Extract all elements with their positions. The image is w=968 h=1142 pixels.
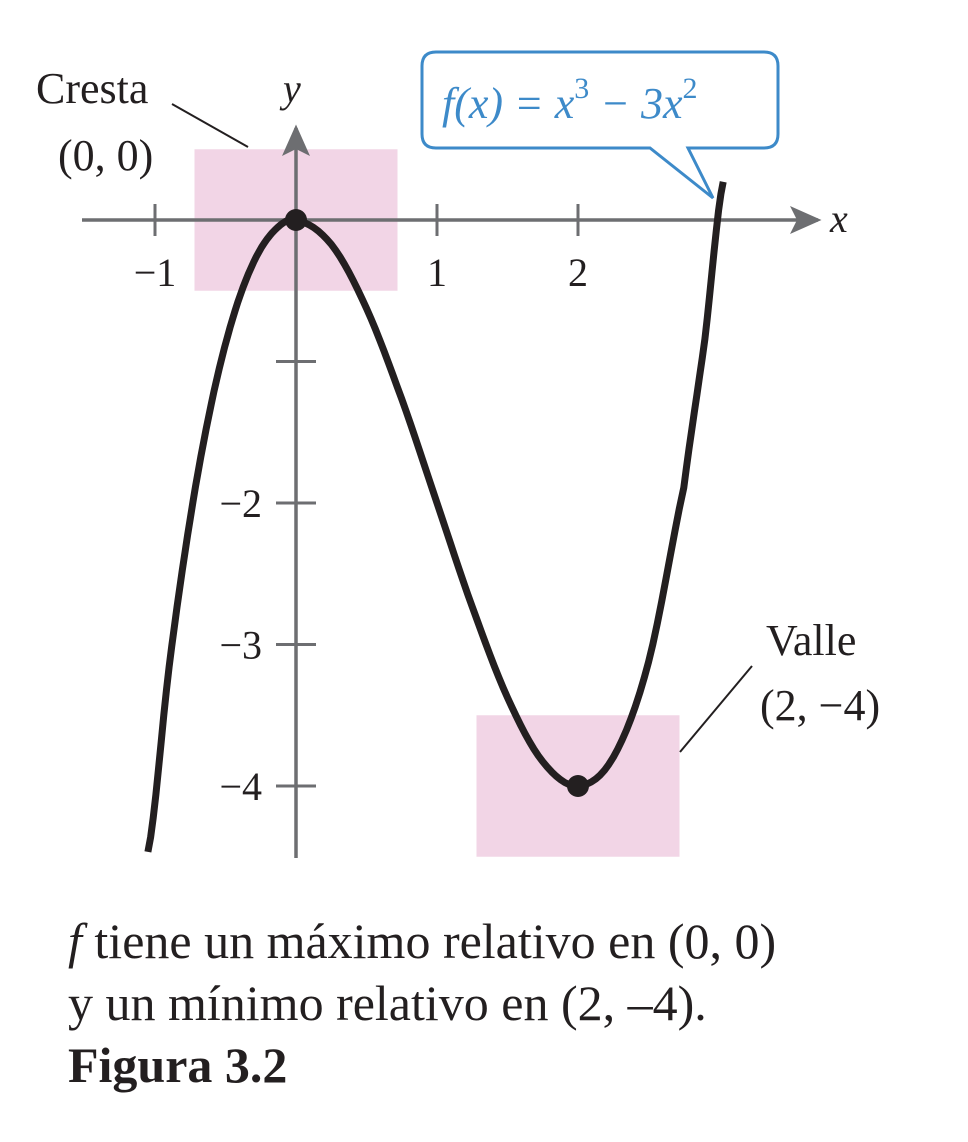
y-tick-label: −4 xyxy=(219,764,262,809)
cresta-coord: (0, 0) xyxy=(58,131,153,180)
function-callout-box xyxy=(420,50,780,200)
cresta-label: Cresta xyxy=(36,64,148,113)
tick-marks: −1 1 2 −2 −3 −4 xyxy=(134,204,588,809)
point-valle xyxy=(567,775,589,797)
function-label: f(x) = x3 − 3x2 xyxy=(442,72,698,128)
valle-leader-line xyxy=(679,665,753,753)
x-axis-label: x xyxy=(829,196,848,241)
y-tick-label: −2 xyxy=(219,481,262,526)
caption-line-2: y un mínimo relativo en (2, –4). xyxy=(68,975,707,1031)
figure-number: Figura 3.2 xyxy=(68,1037,288,1093)
y-axis-label: y xyxy=(279,66,301,111)
chart: x y −1 1 2 −2 −3 −4 Cresta (0, 0) Valle (2, −… xyxy=(36,50,880,858)
x-tick-label: 1 xyxy=(427,250,447,295)
valle-coord: (2, −4) xyxy=(760,681,880,730)
x-tick-label: 2 xyxy=(568,250,588,295)
caption-line-1-text: tiene un máximo relativo en (0, 0) xyxy=(81,913,777,969)
caption-f: f xyxy=(68,913,82,969)
cresta-leader-line xyxy=(171,103,249,148)
y-tick-label: −3 xyxy=(219,623,262,668)
point-cresta xyxy=(285,209,307,231)
figure-caption: f tiene un máximo relativo en (0, 0) y u… xyxy=(68,910,948,1096)
extremum-points xyxy=(285,209,589,797)
caption-line-1: f tiene un máximo relativo en (0, 0) xyxy=(68,910,948,972)
function-curve xyxy=(144,181,727,853)
x-tick-label: −1 xyxy=(134,250,177,295)
valle-label: Valle xyxy=(766,616,856,665)
